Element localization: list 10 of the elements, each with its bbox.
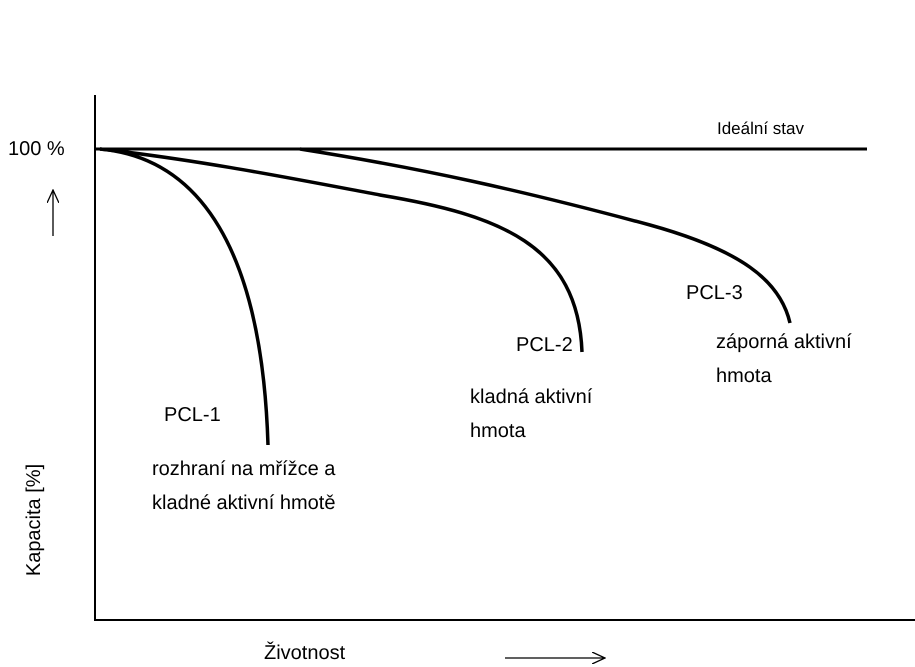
axis-title: Kapacita [%] bbox=[22, 464, 46, 576]
annotation-text: kladná aktivní hmota bbox=[470, 385, 594, 444]
tick-label: 100 % bbox=[8, 137, 65, 162]
line-label: Ideální stav bbox=[717, 118, 804, 140]
curve-label: PCL-2 bbox=[516, 333, 573, 358]
curve-label: PCL-3 bbox=[686, 281, 743, 306]
curve-label: PCL-1 bbox=[164, 403, 221, 428]
annotation-text: rozhraní na mřížce a kladné aktivní hmotě bbox=[152, 457, 336, 516]
annotation-text: záporná aktivní hmota bbox=[716, 330, 853, 389]
axis-title: Životnost bbox=[264, 640, 346, 666]
